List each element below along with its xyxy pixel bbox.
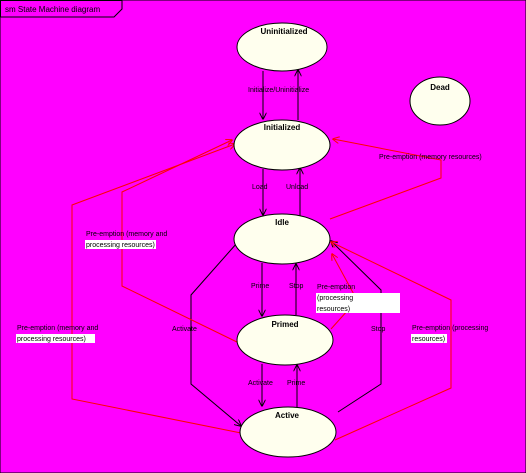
edge-activate-idle-active (190, 242, 241, 426)
label-preemption-upper-line1: Pre-emption (memory and (86, 231, 167, 238)
label-highlight (85, 240, 156, 249)
label-prime-idle-primed: Prime (251, 283, 269, 290)
frame-title-tab: sm State Machine diagram (0, 0, 123, 18)
state-idle: Idle (233, 213, 331, 265)
label-highlight (16, 334, 95, 343)
edge-preemption-active-initialized (71, 144, 242, 434)
label-preemption-memory: Pre-emption (memory resources) (379, 154, 482, 161)
state-initialized-label: Initialized (264, 123, 301, 132)
edge-preemption-memory (329, 139, 442, 220)
label-prime-active-primed: Prime (287, 380, 305, 387)
transition-labels: Initialize/Uninitialize Load Unload Prim… (172, 87, 386, 387)
label-stop-primed-idle: Stop (289, 283, 304, 290)
state-active: Active (239, 406, 337, 458)
label-load: Load (252, 184, 268, 191)
state-initialized: Initialized (233, 119, 331, 171)
state-uninitialized: Uninitialized (236, 22, 328, 72)
label-preemption-upper-line2: processing resources) (86, 242, 155, 249)
edge-preemption-active-idle (331, 242, 452, 441)
frame-title: sm State Machine diagram (5, 5, 100, 14)
edge-stop-active-idle (331, 241, 382, 413)
state-dead-label: Dead (430, 83, 450, 92)
state-primed: Primed (236, 314, 334, 366)
label-preemption-processing-line3: resources) (317, 306, 350, 313)
label-initialize-uninitialize: Initialize/Uninitialize (248, 87, 309, 94)
state-idle-label: Idle (275, 218, 289, 227)
label-highlight (411, 334, 447, 343)
label-stop-active-idle: Stop (371, 326, 386, 333)
label-activate-idle-active: Activate (172, 326, 197, 333)
state-primed-label: Primed (271, 320, 298, 329)
state-uninitialized-label: Uninitialized (260, 27, 307, 36)
label-preemption-right-line1: Pre-emption (processing (412, 325, 488, 332)
label-preemption-processing-line1: Pre-emption (317, 284, 355, 291)
state-dead: Dead (409, 76, 471, 126)
label-unload: Unload (286, 184, 308, 191)
label-preemption-right-line2: resources) (412, 336, 445, 343)
state-active-label: Active (275, 411, 300, 420)
black-transitions (190, 70, 382, 426)
preemption-labels: Pre-emption (memory resources) Pre-empti… (16, 154, 488, 343)
label-activate-primed-active: Activate (248, 380, 273, 387)
label-highlight (316, 293, 400, 313)
label-preemption-lower-line1: Pre-emption (memory and (17, 325, 98, 332)
red-transitions (71, 139, 452, 441)
label-preemption-lower-line2: processing resources) (17, 336, 86, 343)
label-preemption-processing-line2: (processing (317, 295, 353, 302)
